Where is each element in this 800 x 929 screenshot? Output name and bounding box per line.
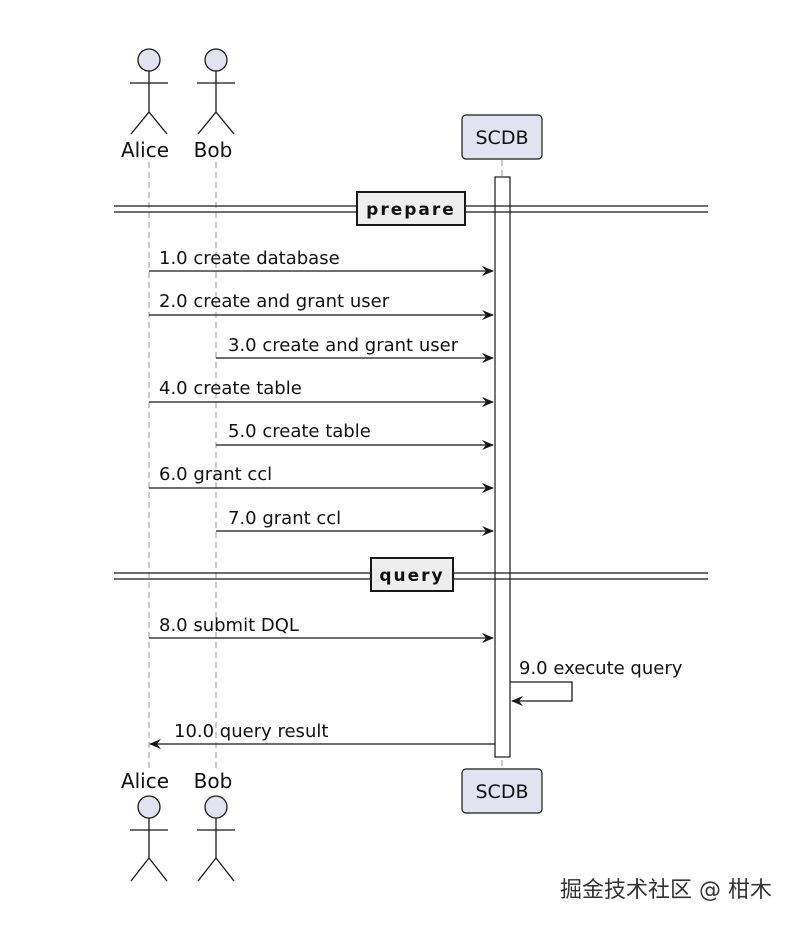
actor-bob-top: Bob <box>194 48 235 162</box>
participant-label-scdb: SCDB <box>476 781 529 803</box>
message-7: 7.0 grant ccl <box>216 508 494 536</box>
participant-scdb-bottom: SCDB <box>461 768 543 814</box>
message-label: 1.0 create database <box>159 248 340 269</box>
divider-label-prepare: prepare <box>366 200 456 220</box>
actor-alice-bottom: Alice <box>121 769 169 882</box>
message-5: 5.0 create table <box>216 421 494 450</box>
participant-scdb-top: SCDB <box>461 114 543 160</box>
scdb-activation-bar <box>494 176 511 758</box>
message-label: 3.0 create and grant user <box>228 335 459 356</box>
divider-query: query <box>114 557 708 592</box>
message-label: 6.0 grant ccl <box>159 464 272 485</box>
message-label: 10.0 query result <box>174 721 328 742</box>
message-4: 4.0 create table <box>149 378 494 407</box>
message-label: 4.0 create table <box>159 378 302 399</box>
actor-bob-bottom: Bob <box>194 769 235 882</box>
actor-label-bob: Bob <box>194 769 233 793</box>
actor-alice-top: Alice <box>121 48 169 162</box>
message-label: 7.0 grant ccl <box>228 508 341 529</box>
stick-figure-icon <box>130 795 168 882</box>
watermark: 掘金技术社区 @ 柑木 <box>560 878 772 903</box>
message-6: 6.0 grant ccl <box>149 464 494 493</box>
stick-figure-icon <box>130 48 168 135</box>
message-10: 10.0 query result <box>149 721 495 749</box>
message-label: 8.0 submit DQL <box>159 615 299 636</box>
message-label: 2.0 create and grant user <box>159 291 390 312</box>
message-8: 8.0 submit DQL <box>149 615 494 643</box>
actor-label-alice: Alice <box>121 138 169 162</box>
participant-label-scdb: SCDB <box>476 127 529 149</box>
divider-label-query: query <box>379 566 444 586</box>
actor-label-alice: Alice <box>121 769 169 793</box>
message-2: 2.0 create and grant user <box>149 291 494 320</box>
message-9-self: 9.0 execute query <box>510 658 683 706</box>
message-1: 1.0 create database <box>149 248 494 276</box>
message-label: 9.0 execute query <box>519 658 683 679</box>
stick-figure-icon <box>197 48 235 135</box>
message-label: 5.0 create table <box>228 421 371 442</box>
actor-label-bob: Bob <box>194 138 233 162</box>
stick-figure-icon <box>197 795 235 882</box>
divider-prepare: prepare <box>114 191 708 226</box>
message-3: 3.0 create and grant user <box>216 335 494 363</box>
